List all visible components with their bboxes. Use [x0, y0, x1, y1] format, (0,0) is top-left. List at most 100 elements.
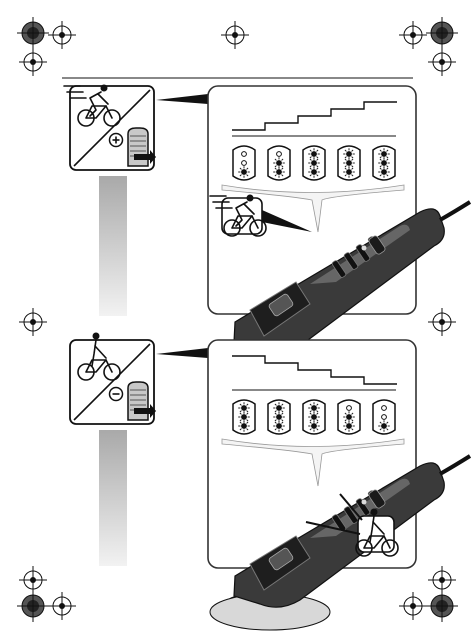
speed-step-line [232, 101, 397, 131]
led-glow-ray [344, 421, 347, 424]
led-indicator [337, 399, 361, 435]
led-indicator [302, 145, 326, 181]
led-glow-ray [239, 419, 242, 422]
registration-mark-top-right-inner-icon [398, 20, 428, 50]
vent-slot [343, 506, 359, 524]
led-glow-ray [379, 421, 382, 424]
led-indicator [337, 145, 361, 181]
rider-head [92, 332, 100, 340]
led-glow-ray [344, 412, 347, 415]
led-glow-ray [344, 156, 347, 159]
callout-pointer [156, 94, 208, 104]
led-glow-ray [351, 167, 354, 170]
led-glow-ray [351, 419, 354, 422]
led-off [276, 151, 282, 157]
led-callout-bubble [221, 184, 405, 233]
bike-fork [251, 215, 259, 229]
rider-arm [243, 203, 255, 215]
speed-button [368, 235, 386, 255]
led-glow-ray [316, 403, 319, 406]
led-off [346, 405, 352, 411]
led-glow-ray [274, 428, 277, 431]
led-glow-ray [274, 419, 277, 422]
section-increase [63, 84, 472, 377]
registration-mark-bottom-right-inner-icon [398, 591, 428, 621]
vent-slot [355, 244, 371, 262]
slow-cyclist-icon [77, 332, 121, 381]
led-on [381, 151, 387, 157]
led-glow-ray [379, 167, 382, 170]
led-glow-ray [281, 421, 284, 424]
led-glow-ray [351, 149, 354, 152]
press-arrow-icon [134, 404, 156, 418]
mode-icon-box [69, 332, 156, 425]
led-glow-ray [316, 419, 319, 422]
mode-icon-box [63, 84, 156, 171]
led-glow-ray [246, 428, 249, 431]
led-on [311, 160, 317, 166]
led-glow-ray [316, 412, 319, 415]
inset-pointer [339, 493, 363, 521]
led-glow-ray [274, 403, 277, 406]
front-wheel [103, 363, 121, 381]
led-glow-ray [344, 419, 347, 422]
led-glow-ray [316, 174, 319, 177]
led-glow-ray [316, 167, 319, 170]
figure-sections [63, 84, 472, 631]
led-glow-ray [309, 410, 312, 413]
led-glow-ray [281, 167, 284, 170]
led-glow-ray [246, 403, 249, 406]
led-glow-ray [386, 149, 389, 152]
led-glow-ray [246, 174, 249, 177]
rider-arm [94, 345, 107, 359]
led-on [311, 169, 317, 175]
led-window [361, 245, 367, 251]
vent-slot [331, 260, 347, 278]
registration-mark-top-center-icon [220, 20, 250, 50]
led-glow-ray [386, 167, 389, 170]
inset-pointer [305, 521, 361, 535]
led-glow-ray [386, 156, 389, 159]
led-on [276, 414, 282, 420]
inset-pointer [262, 210, 312, 232]
registration-mark-right-middle-icon [427, 307, 457, 337]
inset-fast-cyclist-icon [209, 194, 267, 237]
rider-body [91, 339, 97, 367]
rider-head [100, 84, 108, 92]
led-glow-ray [281, 158, 284, 161]
registration-mark-bottom-right-icon [425, 589, 459, 623]
led-glow-ray [274, 174, 277, 177]
led-glow-ray [309, 165, 312, 168]
rider-body [89, 91, 102, 117]
led-glow-ray [309, 428, 312, 431]
vent-slot [343, 252, 359, 270]
side-handle-knob [268, 293, 294, 317]
speed-step-line [232, 355, 397, 385]
led-glow-ray [351, 158, 354, 161]
led-off [381, 414, 387, 420]
led-glow-ray [316, 149, 319, 152]
section-decrease [69, 332, 472, 631]
led-off [381, 405, 387, 411]
speed-button [368, 489, 386, 509]
button-body [127, 127, 149, 167]
led-glow-ray [386, 158, 389, 161]
led-on [346, 151, 352, 157]
callout-pointer [156, 348, 208, 358]
led-glow-ray [386, 428, 389, 431]
led-glow-ray [351, 428, 354, 431]
bike-fork [105, 359, 113, 373]
led-glow-ray [351, 156, 354, 159]
led-glow-ray [386, 165, 389, 168]
power-cord [439, 454, 472, 476]
registration-mark-left-upper-icon [18, 47, 48, 77]
led-glow-ray [239, 412, 242, 415]
led-indicator [232, 399, 256, 435]
led-glow-ray [281, 174, 284, 177]
detail-panel [207, 85, 472, 377]
led-glow-ray [246, 410, 249, 413]
led-on [381, 169, 387, 175]
led-indicator [232, 145, 256, 181]
led-glow-ray [281, 428, 284, 431]
led-glow-ray [379, 165, 382, 168]
